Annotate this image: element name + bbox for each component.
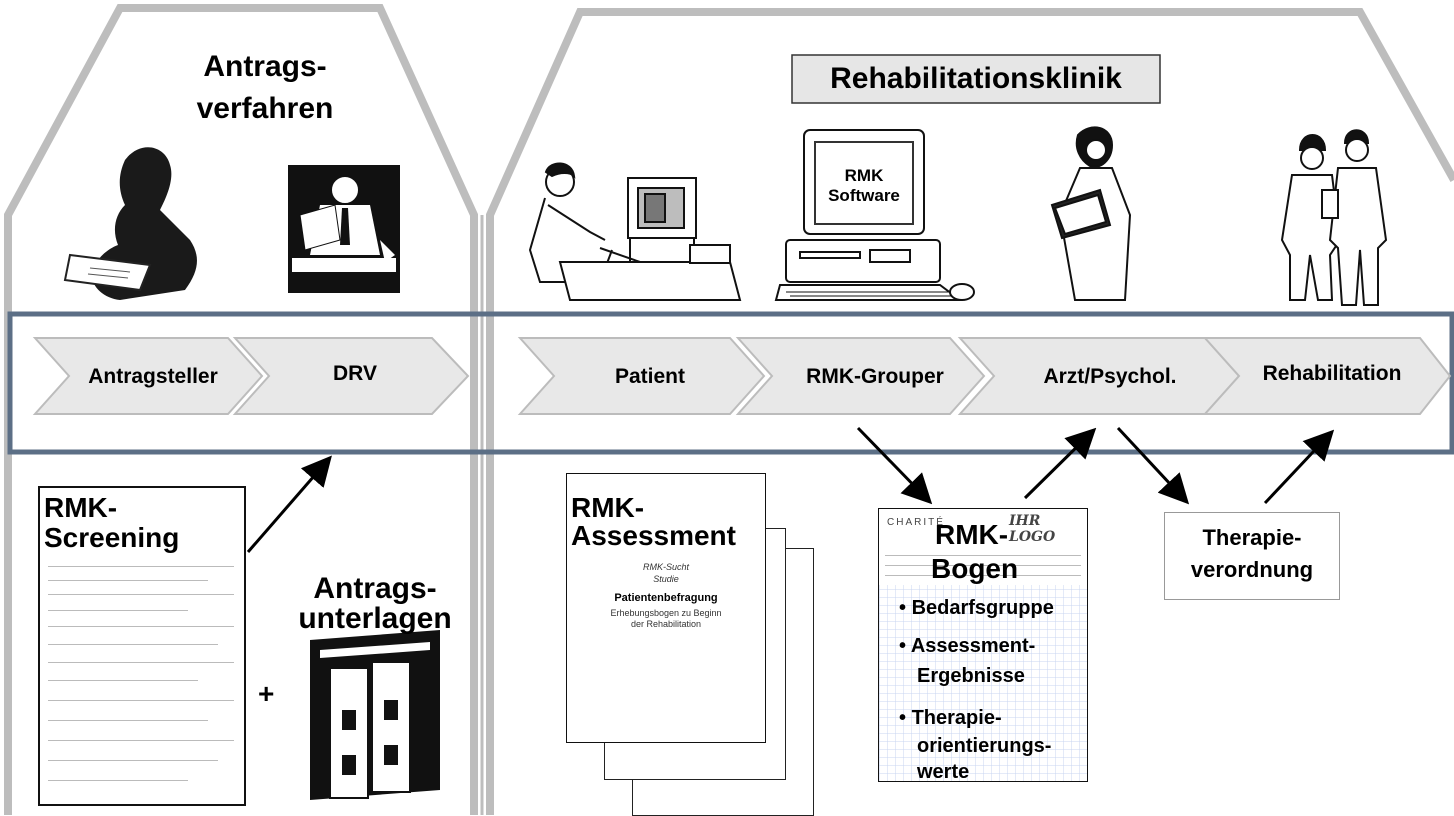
- plus-sign: +: [258, 678, 275, 709]
- assessment-sub1: RMK-Sucht: [642, 562, 689, 572]
- assessment-desc2: der Rehabilitation: [630, 619, 702, 629]
- chevron-rmk-grouper: [735, 337, 986, 415]
- two-nurses-icon: [1280, 129, 1388, 306]
- assessment-heading: Patientenbefragung: [614, 592, 718, 604]
- bogen-item-3b: orientierungs-: [917, 735, 1052, 757]
- clinic-title-box: [791, 54, 1161, 104]
- bogen-header-left: CHARITÉ: [887, 517, 945, 528]
- bogen-grid-background: [879, 585, 1087, 781]
- left-title-line1: Antrags-: [203, 50, 327, 83]
- assessment-desc1: Erhebungsbogen zu Beginn: [610, 608, 722, 618]
- screening-title-line2: Screening: [44, 522, 180, 553]
- doctor-clipboard-icon: [1050, 126, 1132, 301]
- arrow-grouper-to-bogen: [856, 426, 933, 505]
- bogen-title-line2: Bogen: [931, 553, 1019, 584]
- chevron-patient: [517, 337, 766, 415]
- arrow-screening-to-drv: [246, 455, 332, 553]
- bogen-item-1: • Bedarfsgruppe: [899, 597, 1054, 619]
- step-patient[interactable]: Patient: [614, 365, 685, 388]
- arrow-arzt-to-therapie: [1116, 426, 1190, 505]
- step-antragsteller[interactable]: Antragsteller: [88, 365, 218, 388]
- screening-title-line1: RMK-: [44, 492, 118, 523]
- bogen-header-logo: IHR LOGO: [1009, 513, 1056, 545]
- bogen-title-line1: RMK-: [935, 519, 1009, 550]
- chevron-rehabilitation: [1202, 337, 1452, 415]
- antrags-line2: unterlagen: [298, 602, 452, 635]
- person-writing-icon: [63, 147, 197, 300]
- step-arzt-psychol[interactable]: Arzt/Psychol.: [1043, 365, 1177, 388]
- assessment-sub2: Studie: [653, 574, 679, 584]
- flow-arrows: [246, 426, 1335, 553]
- office-worker-icon: [288, 165, 400, 293]
- binder-icon: [310, 630, 440, 800]
- process-band: [7, 311, 1454, 455]
- computer-screen-line2: Software: [828, 186, 900, 205]
- assessment-title-line2: Assessment: [571, 520, 736, 551]
- right-house-outline: [486, 7, 1454, 815]
- assessment-document: RMK- Assessment RMK-Sucht Studie Patient…: [566, 473, 766, 743]
- step-rehabilitation[interactable]: Rehabilitation: [1262, 362, 1402, 385]
- clinic-title: Rehabilitationsklinik: [830, 62, 1122, 95]
- arrow-bogen-to-arzt: [1023, 427, 1097, 500]
- therapie-line2: verordnung: [1190, 557, 1314, 582]
- chevron-drv: [232, 337, 470, 415]
- chevrons: [32, 337, 1452, 415]
- step-rmk-grouper[interactable]: RMK-Grouper: [806, 365, 944, 388]
- therapie-box: Therapie- verordnung: [1164, 512, 1340, 600]
- assessment-title-line1: RMK-: [571, 492, 645, 523]
- computer-screen-line1: RMK: [844, 166, 884, 185]
- chevron-antragsteller: [32, 337, 264, 415]
- woman-at-computer-icon: [528, 162, 742, 301]
- computer-icon: [774, 129, 975, 301]
- bogen-item-2: • Assessment-: [899, 635, 1036, 657]
- step-drv[interactable]: DRV: [333, 362, 377, 385]
- therapie-line1: Therapie-: [1202, 525, 1302, 550]
- bogen-item-2b: Ergebnisse: [917, 665, 1025, 687]
- screening-document: RMK- Screening: [38, 486, 246, 806]
- left-title-line2: verfahren: [196, 92, 334, 125]
- bogen-item-3c: werte: [917, 761, 970, 782]
- bogen-item-3: • Therapie-: [899, 707, 1002, 729]
- arrow-therapie-to-reha: [1263, 429, 1335, 505]
- antrags-line1: Antrags-: [313, 572, 437, 605]
- bogen-document: CHARITÉ IHR LOGO RMK- Bogen • Bedarfsgru…: [878, 508, 1088, 782]
